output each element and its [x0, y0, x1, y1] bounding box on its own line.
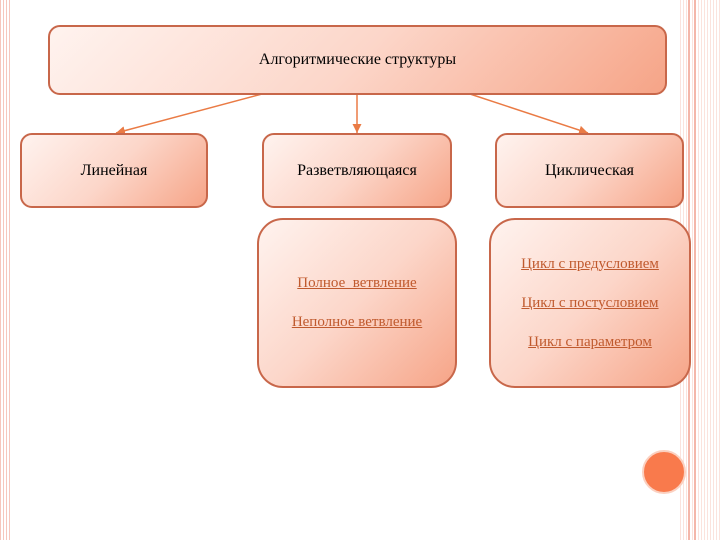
- left-decorative-stripes: [0, 0, 12, 540]
- root-node-label: Алгоритмические структуры: [258, 51, 457, 68]
- node-linear-label: Линейная: [80, 161, 148, 179]
- node-linear: Линейная: [20, 133, 208, 208]
- link-postcondition-loop[interactable]: Цикл с постусловием: [521, 294, 659, 311]
- arrow-to-linear: [115, 93, 263, 136]
- cycle-types-panel: Цикл с предусловием Цикл с постусловием …: [489, 218, 691, 388]
- link-full-branching[interactable]: Полное ветвление: [297, 275, 417, 291]
- decorative-circle: [642, 450, 686, 494]
- node-cyclic-label: Циклическая: [544, 161, 635, 179]
- link-precondition-loop[interactable]: Цикл с предусловием: [521, 255, 659, 272]
- branching-types-panel: Полное ветвление Неполное ветвление: [257, 218, 457, 388]
- node-cyclic: Циклическая: [495, 133, 684, 208]
- link-partial-branching[interactable]: Неполное ветвление: [291, 314, 423, 330]
- arrow-to-cyclic: [469, 93, 589, 135]
- node-branching-label: Разветвляющаяся: [297, 161, 417, 179]
- root-node: Алгоритмические структуры: [48, 25, 667, 95]
- node-branching: Разветвляющаяся: [262, 133, 452, 208]
- link-parameter-loop[interactable]: Цикл с параметром: [528, 333, 652, 350]
